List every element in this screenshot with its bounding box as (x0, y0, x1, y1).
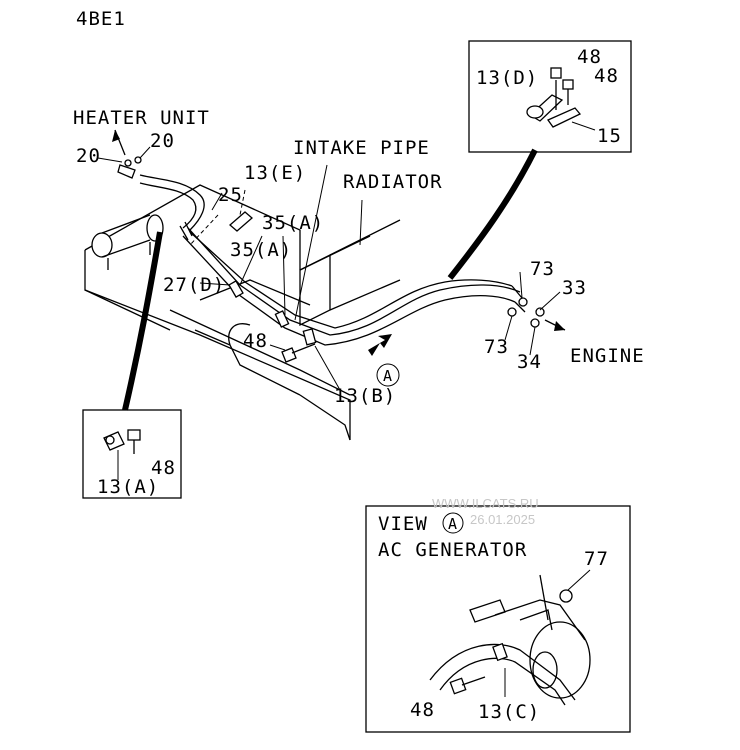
inset-left-callout-13a: 13(A) (97, 476, 159, 498)
radiator-label: RADIATOR (343, 171, 443, 193)
callout-20-right: 20 (150, 130, 175, 152)
inset-view-title: VIEW (378, 513, 428, 535)
inset-top-callout-13d: 13(D) (476, 67, 538, 89)
heater-unit-label: HEATER UNIT (73, 107, 210, 129)
inset-top-callout-48b: 48 (594, 65, 619, 87)
view-a-marker: A (383, 367, 393, 385)
inset-view-callout-48: 48 (410, 699, 435, 721)
inset-view-callout-77: 77 (584, 548, 609, 570)
pointer-inset-left (122, 231, 163, 411)
callout-34: 34 (517, 351, 542, 373)
model-code: 4BE1 (76, 8, 126, 30)
callout-27d: 27(D) (163, 274, 225, 296)
inset-clip-detail (468, 40, 632, 153)
callout-73-lower: 73 (484, 336, 509, 358)
callout-35a-upper: 35(A) (262, 212, 324, 234)
inset-view-callout-13c: 13(C) (478, 701, 540, 723)
watermark-date: 26.01.2025 (470, 512, 535, 527)
inset-left-callout-48: 48 (151, 457, 176, 479)
callout-48-main: 48 (243, 330, 268, 352)
callout-13e: 13(E) (244, 162, 306, 184)
inset-top-callout-48a: 48 (577, 46, 602, 68)
callout-13b: 13(B) (334, 385, 396, 407)
inset-top-callout-15: 15 (597, 125, 622, 147)
engine-label: ENGINE (570, 345, 645, 367)
intake-pipe-label: INTAKE PIPE (293, 137, 430, 159)
inset-view-subtitle: AC GENERATOR (378, 539, 527, 561)
watermark-site: WWW.ILCATS.RU (432, 496, 539, 511)
inset-view-a (365, 505, 631, 733)
inset-view-marker: A (448, 515, 458, 533)
vehicle-frame (84, 184, 401, 441)
callout-35a-lower: 35(A) (230, 239, 292, 261)
callout-20-left: 20 (76, 145, 101, 167)
inset-bolt-detail (82, 409, 182, 499)
callout-33: 33 (562, 277, 587, 299)
heater-hoses (97, 129, 566, 391)
callout-73-upper: 73 (530, 258, 555, 280)
callout-25: 25 (218, 184, 243, 206)
pointer-inset-top (447, 148, 538, 280)
